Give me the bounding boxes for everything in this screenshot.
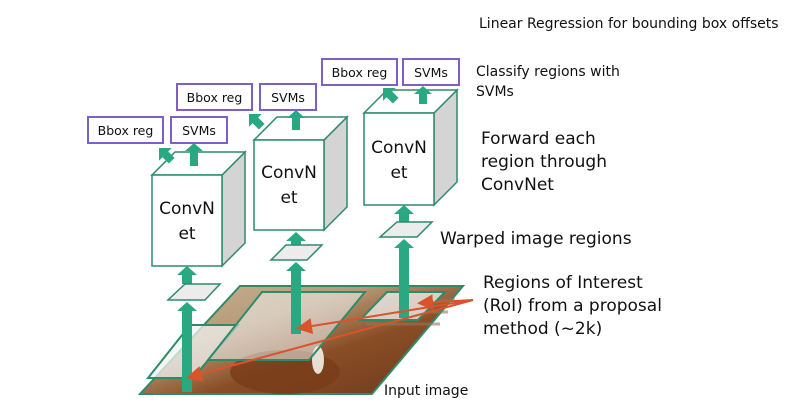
warp-to-cube-arrow-3 [394, 205, 414, 224]
classify-annotation: Classify regions with SVMs [476, 62, 620, 102]
forward-annotation-line2: region through [481, 152, 607, 172]
bbox-reg-box-1: Bbox reg [87, 116, 164, 144]
bbox-reg-box-3: Bbox reg [321, 58, 398, 86]
cube-to-svm-arrow-2 [287, 110, 305, 130]
convnet-label-2: ConvN et [254, 161, 324, 211]
convnet-label-3-line1: ConvN [371, 138, 427, 158]
svms-box-1: SVMs [170, 116, 228, 144]
convnet-label-3-line2: et [390, 163, 408, 183]
forward-annotation-line1: Forward each [481, 129, 596, 149]
roi-to-warp-arrow-3 [394, 239, 414, 318]
bbox-reg-box-2: Bbox reg [176, 83, 253, 111]
cube-to-svm-arrow-3 [414, 86, 432, 104]
convnet-label-1: ConvN et [152, 197, 222, 247]
cube-to-bbox-arrow-1-shape [159, 148, 175, 164]
convnet-label-1-line1: ConvN [159, 199, 215, 219]
warped-region-3 [378, 221, 434, 238]
input-image-label: Input image [384, 383, 469, 399]
convnet-label-3: ConvN et [364, 136, 434, 186]
roi-to-warp-arrow-2 [286, 262, 306, 334]
cube-to-bbox-arrow-2-shape [249, 114, 265, 130]
roi-pointer-3 [186, 299, 474, 382]
cube-to-bbox-arrow-2 [249, 114, 265, 130]
convnet-cube-3 [362, 88, 459, 207]
roi-pointers [186, 294, 474, 382]
cube-front-face-1 [151, 174, 223, 267]
warp-to-cube-arrow-1 [177, 266, 197, 284]
roi-pointer-2 [296, 299, 474, 334]
convnet-cube-1 [150, 150, 247, 268]
roi-annotation-line1: Regions of Interest [483, 273, 643, 293]
cube-to-bbox-arrow-3 [383, 88, 399, 104]
roi-annotation-line3: method (~2k) [483, 319, 603, 339]
svms-label-3: SVMs [414, 64, 448, 80]
bbox-reg-label-2: Bbox reg [186, 89, 243, 105]
svms-box-2: SVMs [259, 83, 317, 111]
convnet-label-2-line1: ConvN [261, 163, 317, 183]
roi-annotation: Regions of Interest (RoI) from a proposa… [483, 272, 662, 341]
forward-annotation: Forward each region through ConvNet [481, 128, 607, 197]
cube-front-face-3 [363, 112, 435, 206]
warped-region-1 [166, 283, 222, 301]
roi-region-2 [205, 291, 368, 361]
linear-regression-annotation: Linear Regression for bounding box offse… [479, 16, 779, 32]
bbox-reg-label-1: Bbox reg [97, 122, 154, 138]
convnet-label-1-line2: et [178, 224, 196, 244]
forward-annotation-line3: ConvNet [481, 175, 554, 195]
warp-to-cube-arrow-2 [286, 232, 306, 247]
cube-to-bbox-arrow-3-shape [383, 88, 399, 104]
classify-annotation-line1: Classify regions with [476, 64, 620, 80]
cube-to-svm-arrow-1 [185, 143, 203, 166]
svms-label-1: SVMs [182, 122, 216, 138]
warped-annotation: Warped image regions [440, 229, 632, 249]
svms-box-3: SVMs [402, 58, 460, 86]
warped-region-2 [269, 244, 324, 261]
bbox-reg-label-3: Bbox reg [331, 64, 388, 80]
cube-front-face-2 [253, 139, 325, 231]
cube-to-bbox-arrow-1 [159, 148, 175, 164]
roi-annotation-line2: (RoI) from a proposal [483, 296, 662, 316]
convnet-cube-2 [252, 115, 349, 232]
convnet-label-2-line2: et [280, 188, 298, 208]
classify-annotation-line2: SVMs [476, 84, 514, 100]
svms-label-2: SVMs [271, 89, 305, 105]
